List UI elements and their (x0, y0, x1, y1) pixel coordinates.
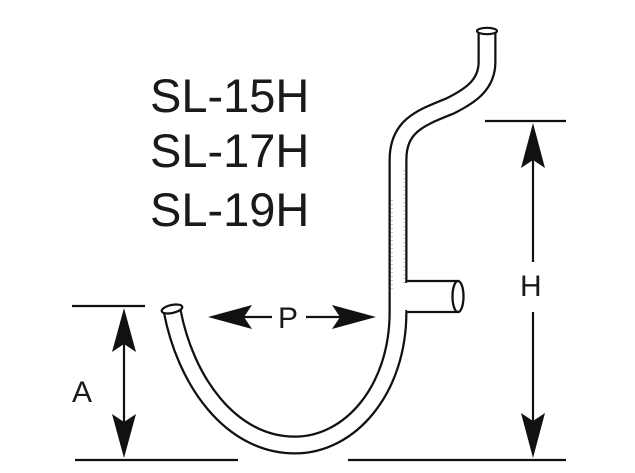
model-list: SL-15H SL-17H SL-19H (150, 69, 309, 236)
model-label-1: SL-15H (150, 69, 309, 122)
a-label: A (72, 376, 92, 409)
hook-texture (391, 170, 405, 300)
dimension-p: P (208, 302, 376, 335)
a-arrow-up (112, 308, 136, 352)
dimension-a: A (72, 304, 238, 462)
hook-top-end-cap (475, 26, 499, 36)
dimension-h: H (348, 119, 566, 462)
hook-side-stub (401, 279, 465, 314)
model-label-3: SL-19H (150, 183, 309, 236)
p-arrow-right (332, 305, 376, 329)
h-label: H (520, 270, 542, 303)
p-arrow-left (208, 305, 252, 329)
model-label-2: SL-17H (150, 124, 309, 177)
h-arrow-up (521, 123, 545, 168)
p-label: P (278, 302, 298, 335)
hook-drawing (160, 26, 499, 455)
hook-tip-end-cap (160, 303, 184, 315)
a-arrow-down (112, 414, 136, 458)
h-arrow-down (521, 413, 545, 458)
